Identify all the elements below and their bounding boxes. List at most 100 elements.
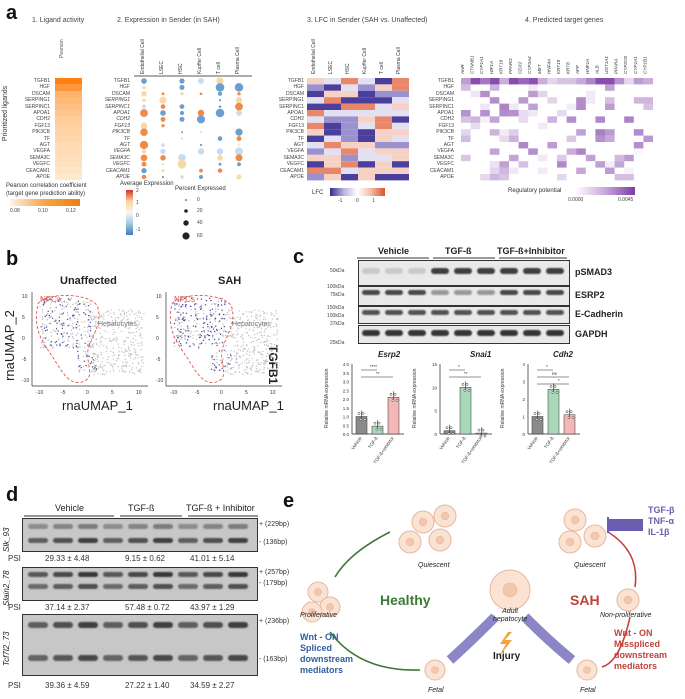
hepatocyte-point	[130, 368, 133, 371]
qpcr-y-tick: 0	[434, 432, 437, 437]
hepatocyte-point	[128, 355, 130, 357]
lfc-cell	[375, 167, 392, 174]
npc-point	[67, 324, 69, 327]
hepatocyte-point	[112, 351, 115, 354]
npc-point	[230, 360, 232, 362]
hepatocyte-point	[127, 346, 130, 348]
npc-point	[213, 364, 216, 366]
hepatocyte-point	[259, 353, 262, 356]
hepatocyte-point	[262, 359, 265, 362]
umap-y-tick: -5	[22, 357, 27, 363]
dot	[160, 116, 166, 122]
npc-point	[205, 334, 207, 337]
npc-point	[205, 342, 207, 344]
lfc-cell	[358, 161, 375, 168]
umap-y-tick: 0	[22, 336, 25, 342]
hepatocyte-point	[108, 361, 110, 364]
gel-band	[203, 622, 223, 628]
hepatocyte-point	[93, 374, 95, 376]
dot	[140, 122, 148, 130]
dot	[141, 78, 147, 84]
hepatocyte-point	[141, 359, 143, 361]
npc-point	[72, 322, 74, 325]
hepatocyte-point	[118, 350, 121, 353]
npc-point	[205, 299, 208, 302]
hepatocyte-point	[245, 358, 248, 361]
hepatocyte-point	[258, 351, 260, 353]
hepatocyte-point	[232, 373, 234, 375]
npc-point	[89, 315, 91, 317]
dot	[161, 169, 165, 173]
hepatocyte-point	[122, 318, 124, 320]
target-cell	[624, 116, 634, 123]
gel-band	[78, 655, 98, 661]
hepatocyte-point	[256, 345, 259, 347]
hepatocyte-point	[123, 313, 126, 316]
qpcr-point	[357, 412, 361, 415]
pearson-cell	[55, 129, 82, 136]
lfc-cell	[358, 110, 375, 117]
ligand-label: SEMA3C	[109, 154, 130, 161]
dot	[217, 91, 223, 96]
dot	[199, 168, 203, 173]
npc-point	[91, 371, 93, 373]
target-cell	[643, 135, 653, 142]
ligand-label: PIK3CB	[32, 129, 50, 136]
qpcr-y-tick: 4.0	[343, 362, 350, 367]
npc-point	[224, 370, 227, 372]
target-cell	[518, 161, 529, 168]
npc-point	[197, 334, 199, 337]
hepatocyte-point	[237, 352, 239, 355]
hepatocyte-point	[255, 339, 258, 342]
npc-point	[189, 315, 192, 317]
npc-point	[56, 322, 58, 324]
ligand-label: CDH2	[290, 116, 304, 123]
npc-point	[44, 315, 46, 318]
npc-point	[56, 344, 58, 346]
npc-point	[83, 321, 86, 323]
qpcr-point	[537, 412, 541, 415]
qpcr-point	[477, 428, 481, 432]
pct-tick-4: 60	[197, 233, 203, 239]
npc-point	[182, 305, 184, 307]
npc-point	[72, 347, 75, 349]
npc-point	[76, 318, 79, 320]
npc-point	[211, 335, 214, 337]
pearson-legend-bar	[10, 199, 80, 206]
hepatocyte-point	[256, 314, 258, 317]
hepatocyte-point	[270, 345, 273, 347]
target-cell	[605, 161, 615, 168]
hepatocyte-point	[250, 336, 252, 339]
hepatocyte-point	[109, 370, 111, 373]
hepatocyte-point	[270, 311, 272, 313]
lfc-cell	[307, 110, 324, 117]
dot	[161, 92, 165, 96]
band-slain2-minus: - (179bp)	[259, 580, 288, 587]
qpcr-point	[379, 427, 383, 431]
hepatocyte-point	[241, 321, 244, 324]
hepatocyte-point	[260, 334, 262, 337]
band-slk-plus: + (229bp)	[259, 521, 290, 528]
qpcr-y-tick: 1	[522, 415, 525, 420]
dot	[178, 154, 186, 162]
npc-point	[197, 312, 199, 315]
npc-point	[196, 316, 198, 318]
lfc-cell	[375, 110, 392, 117]
ligand-label: VEGFA	[287, 148, 304, 155]
hepatocyte-point	[258, 309, 260, 312]
npc-point	[45, 346, 47, 349]
lfc-cell	[358, 129, 375, 136]
ligand-label: DSCAM	[31, 90, 50, 97]
hepatocyte-point	[240, 345, 243, 348]
npc-point	[63, 340, 65, 343]
npc-point	[40, 326, 42, 328]
hepatocyte-point	[276, 332, 278, 334]
hepatocyte-point	[276, 329, 279, 332]
npc-outline	[36, 295, 100, 383]
hepatocyte-point	[230, 331, 232, 333]
target-cell	[557, 154, 567, 162]
gel-band	[153, 584, 173, 589]
npc-point	[193, 344, 195, 346]
npc-point	[189, 335, 192, 338]
npc-point	[218, 321, 220, 323]
